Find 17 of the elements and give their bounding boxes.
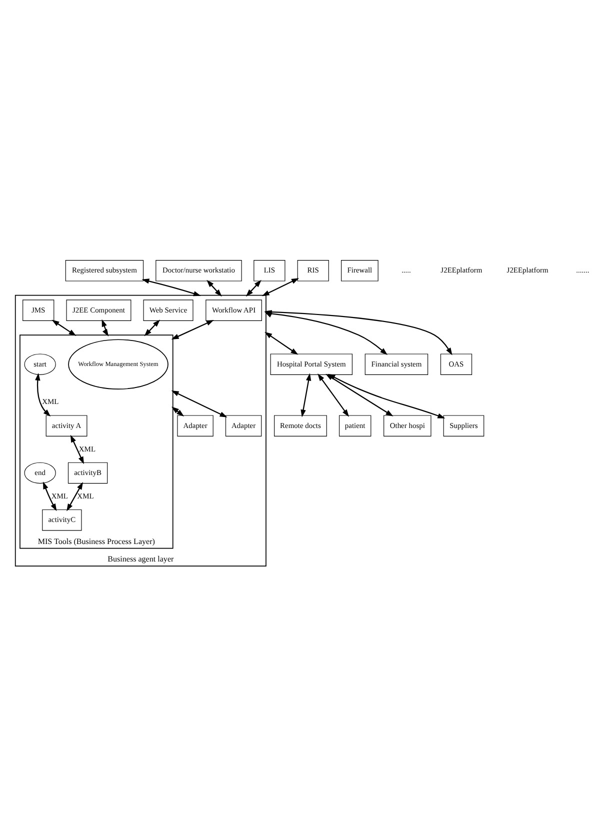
arrow	[328, 373, 446, 418]
arrow	[172, 406, 184, 416]
arrow	[264, 331, 298, 354]
arrow	[171, 390, 228, 417]
arrow	[66, 482, 84, 511]
arrow	[171, 319, 214, 339]
arrow	[300, 372, 312, 417]
arrow	[246, 279, 262, 296]
arrow	[262, 278, 300, 296]
arrow	[70, 434, 84, 464]
arrow	[142, 278, 201, 296]
arrow	[42, 481, 57, 511]
arrow	[35, 372, 51, 416]
arrow	[206, 279, 222, 296]
arrow	[52, 319, 76, 336]
arrow	[102, 318, 109, 336]
arrow	[144, 319, 160, 336]
